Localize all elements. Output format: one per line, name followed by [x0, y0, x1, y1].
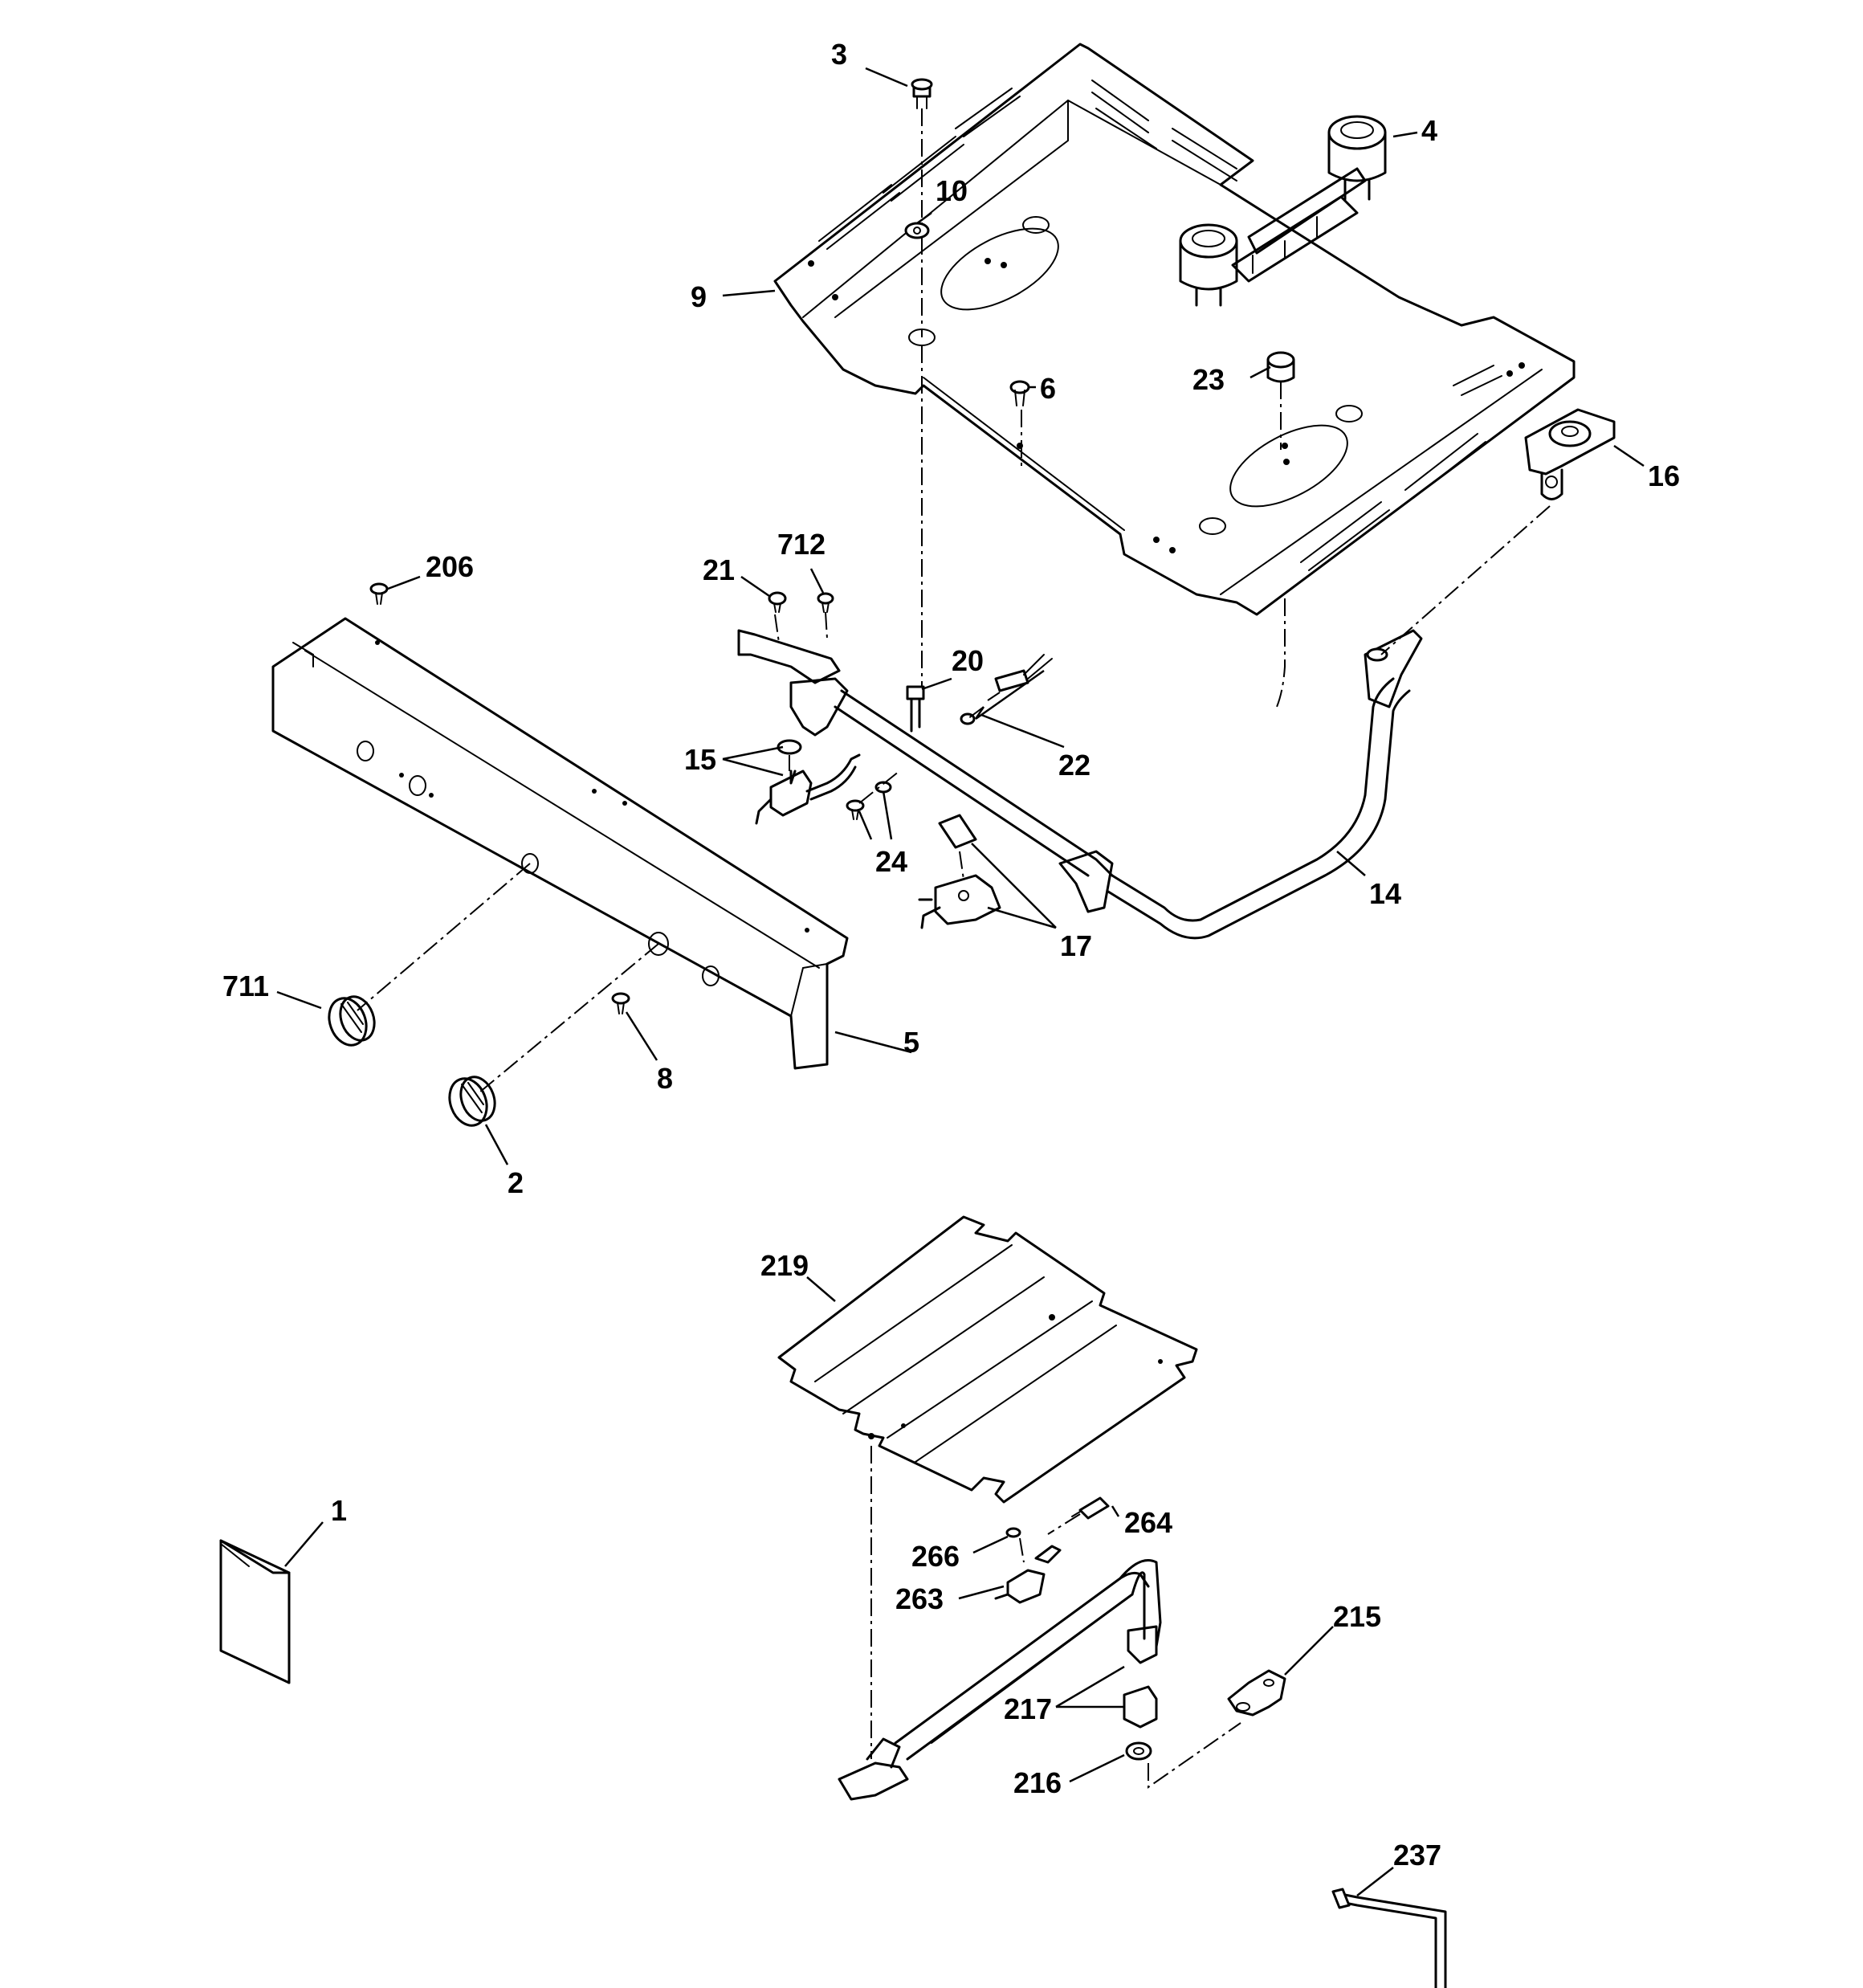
label-3: 3: [831, 38, 847, 71]
label-20: 20: [952, 644, 984, 677]
tube-237: [1331, 1888, 1447, 1988]
nut-10: [904, 222, 930, 239]
screw-3: [911, 78, 933, 109]
screw-6: [1009, 380, 1030, 406]
label-10: 10: [936, 174, 968, 207]
sleeve-217: [1123, 1685, 1158, 1729]
spacer-23: [1266, 351, 1295, 383]
label-4: 4: [1421, 114, 1437, 147]
screw-21: [768, 591, 787, 613]
screw-712: [817, 592, 834, 613]
label-5: 5: [903, 1026, 919, 1059]
control-knob-711: [328, 995, 376, 1047]
label-9: 9: [691, 280, 707, 313]
label-263: 263: [895, 1582, 944, 1615]
label-216: 216: [1013, 1766, 1062, 1799]
label-264: 264: [1124, 1506, 1172, 1539]
center-lines: [357, 108, 1551, 1789]
label-21: 21: [703, 553, 735, 586]
label-15: 15: [684, 743, 716, 776]
broil-shield: [777, 1215, 1198, 1504]
burner-box: [773, 43, 1576, 616]
leader-lines: [276, 67, 1645, 1896]
label-1: 1: [331, 1494, 347, 1527]
burner-assembly: [1179, 115, 1387, 307]
valve-15: [755, 739, 861, 825]
label-237: 237: [1393, 1839, 1441, 1872]
label-711: 711: [222, 970, 269, 1002]
screw-8: [611, 992, 630, 1014]
orifice-264: [1071, 1496, 1110, 1520]
manifold-tube: [737, 629, 1423, 940]
label-206: 206: [426, 550, 474, 583]
label-2: 2: [508, 1166, 524, 1199]
label-16: 16: [1648, 459, 1680, 492]
label-14: 14: [1369, 877, 1401, 910]
bracket-215: [1227, 1669, 1286, 1717]
lower-burner-tube: [838, 1559, 1162, 1801]
label-712: 712: [777, 528, 826, 561]
label-266: 266: [911, 1540, 960, 1573]
part-labels: 3 4 10 9 6 23 16 206 712 21 20 22 15 24 …: [222, 38, 1680, 1872]
label-22: 22: [1058, 749, 1090, 782]
literature-envelope: [219, 1539, 291, 1684]
label-219: 219: [760, 1249, 809, 1282]
pilot-263: [994, 1545, 1062, 1604]
screw-206: [369, 582, 389, 605]
label-215: 215: [1333, 1600, 1381, 1633]
regulator-bracket: [1524, 408, 1616, 500]
control-panel: [271, 617, 849, 1070]
control-knob-2: [448, 1076, 496, 1127]
label-217: 217: [1004, 1692, 1052, 1725]
nut-216: [1125, 1741, 1152, 1761]
label-17: 17: [1060, 929, 1092, 962]
label-8: 8: [657, 1062, 673, 1095]
valve-assembly-17: [918, 814, 1001, 929]
label-6: 6: [1040, 372, 1056, 405]
screw-266: [1005, 1527, 1021, 1538]
label-23: 23: [1192, 363, 1225, 396]
label-24: 24: [875, 845, 907, 878]
